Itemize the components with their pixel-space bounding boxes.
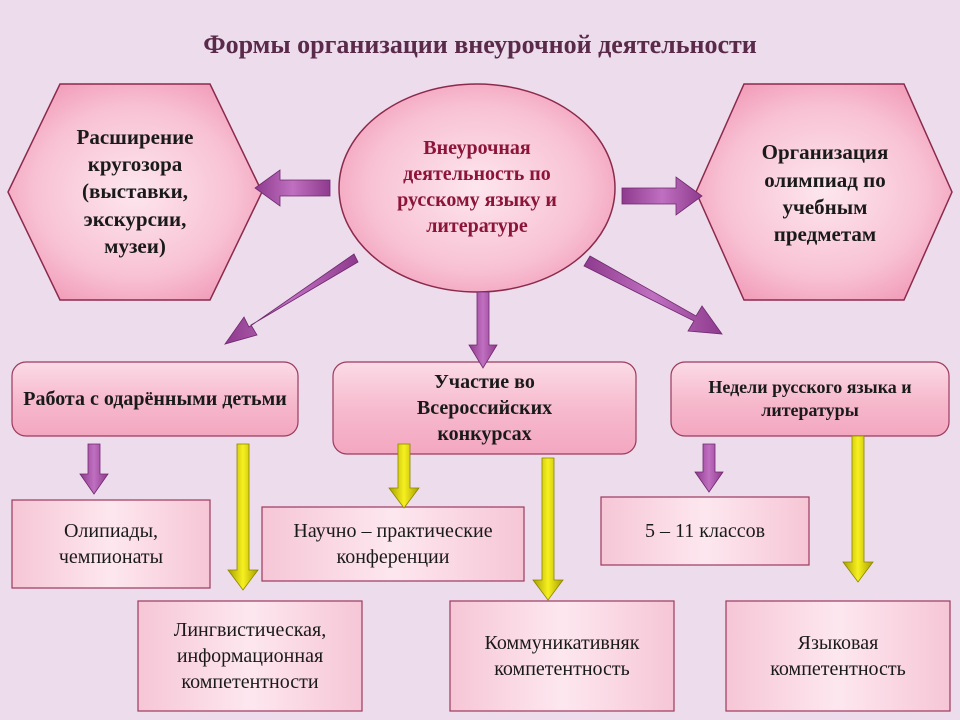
- box-olympiads: [11, 499, 211, 589]
- arrow-week-to-grades: [694, 443, 724, 493]
- arrow-gifted-to-linguistic: [227, 443, 259, 591]
- box-linguistic: [137, 600, 363, 712]
- conferences-label: Научно – практические конференции: [293, 520, 493, 568]
- center-label: Внеурочная деятельность по русскому язык…: [397, 137, 557, 237]
- arrow-week-to-language: [842, 435, 874, 583]
- arrow-contests-to-conferences: [388, 443, 420, 509]
- language-label: Языковая компетентность: [770, 632, 906, 680]
- arrow-to-russian-week-box: [583, 255, 723, 335]
- box-communicative: [449, 600, 675, 712]
- box-gifted-children: [11, 361, 299, 437]
- left-hexagon-label: Расширение кругозора (выставки, экскурси…: [76, 124, 194, 258]
- left-hexagon: [7, 83, 263, 301]
- box-russian-week: [670, 361, 950, 437]
- box-grades: [600, 496, 810, 566]
- arrow-to-gifted-box: [224, 253, 359, 345]
- arrow-contests-to-communicative: [532, 457, 564, 601]
- box-conferences: [261, 506, 525, 582]
- arrow-to-contests-box: [468, 291, 498, 369]
- page-title: Формы организации внеурочной деятельност…: [203, 30, 757, 59]
- arrow-gifted-to-olympiads: [79, 443, 109, 495]
- linguistic-label: Лингвистическая, информационная компетен…: [173, 619, 327, 693]
- gifted-children-label: Работа с одарёнными детьми: [23, 388, 287, 410]
- grades-label: 5 – 11 классов: [644, 520, 766, 542]
- arrow-to-right-hexagon: [621, 176, 703, 216]
- olympiads-label: Олипиады, чемпионаты: [58, 520, 164, 568]
- arrow-to-left-hexagon: [254, 169, 331, 207]
- box-language: [725, 600, 951, 712]
- russian-week-label: Недели русского языка и литературы: [708, 376, 912, 420]
- communicative-label: Коммуникативняк компетентность: [484, 632, 640, 680]
- contests-label: Участие во Всероссийских конкурсах: [416, 371, 553, 445]
- right-hexagon-label: Организация олимпиад по учебным предмета…: [761, 140, 889, 247]
